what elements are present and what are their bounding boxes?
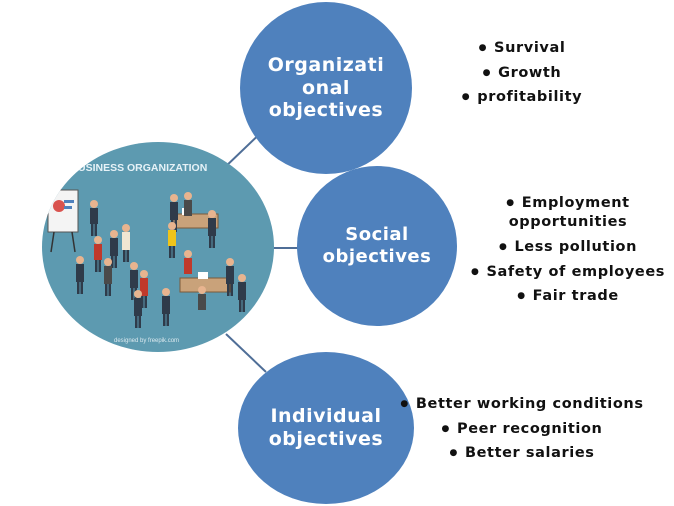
organizational-objectives-bubble: Organizati onal objectives <box>240 2 412 174</box>
individual-objectives-bubble: Individual objectives <box>238 352 414 504</box>
organizational-objectives-list: Survival Growth profitability <box>452 36 592 110</box>
center-banner: USINESS ORGANIZATION <box>78 162 207 174</box>
list-item: Better working conditions <box>396 392 648 417</box>
individual-objectives-title: Individual objectives <box>269 405 384 451</box>
social-objectives-title: Social objectives <box>323 224 432 267</box>
business-organization-illustration: USINESS ORGANIZATION <box>42 142 274 352</box>
list-item: Employment opportunities <box>462 192 674 235</box>
list-item: profitability <box>452 85 592 110</box>
organizational-objectives-title: Organizati onal objectives <box>268 54 384 122</box>
social-objectives-bubble: Social objectives <box>297 166 457 326</box>
list-item: Better salaries <box>396 441 648 466</box>
individual-objectives-list: Better working conditions Peer recogniti… <box>396 392 648 466</box>
list-item: Safety of employees <box>462 260 674 285</box>
list-item: Survival <box>452 36 592 61</box>
list-item: Fair trade <box>462 284 674 309</box>
list-item: Growth <box>452 61 592 86</box>
list-item: Peer recognition <box>396 417 648 442</box>
social-objectives-list: Employment opportunities Less pollution … <box>462 192 674 309</box>
list-item: Less pollution <box>462 235 674 260</box>
illustration-credit: designed by freepik.com <box>114 338 179 344</box>
